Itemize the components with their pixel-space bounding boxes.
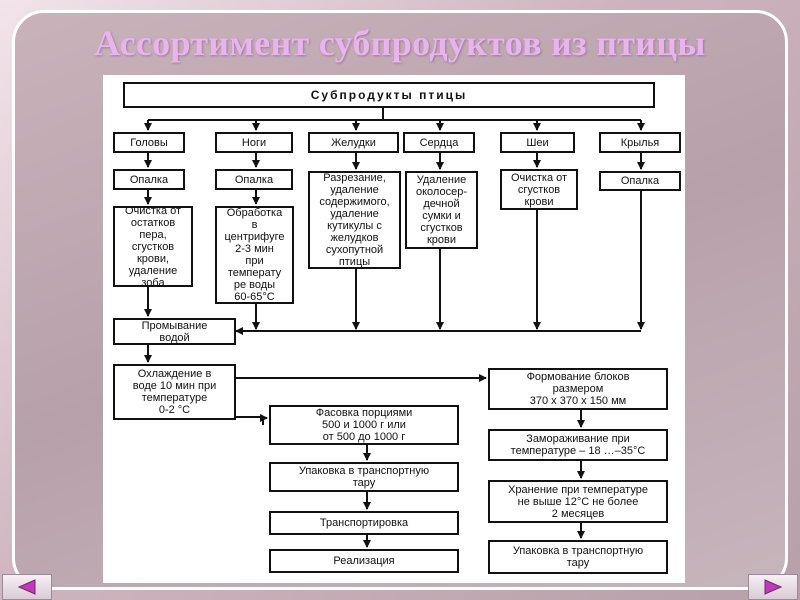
step-portion: Фасовка порциями 500 и 1000 г или от 500… [269,405,459,445]
step-pack-right: Упаковка в транспортную тару [488,540,668,574]
step-block-form: Формование блоков размером 370 х 370 х 1… [488,368,668,410]
previous-slide-button[interactable] [2,574,52,600]
flowchart-header: Субпродукты птицы [123,82,655,108]
category-necks: Шеи [500,132,575,153]
step-hearts-process: Удаление околосер- дечной сумки и сгустк… [405,171,478,249]
step-wings-singe: Опалка [599,171,681,191]
step-cool: Охлаждение в воде 10 мин при температуре… [113,364,236,420]
step-pack-left: Упаковка в транспортную тару [269,462,459,492]
flowchart-panel: Субпродукты птицы Головы Ноги Желудки Се… [103,75,685,583]
right-arrow-icon [764,579,783,595]
next-slide-button[interactable] [748,574,798,600]
connector-lines [144,108,645,548]
slide-title: Ассортимент субпродуктов из птицы [94,23,706,63]
step-necks-process: Очистка от сгустков крови [500,169,578,210]
category-legs: Ноги [215,132,293,153]
step-wash: Промывание водой [113,318,236,345]
step-transport: Транспортировка [269,511,459,535]
step-sale: Реализация [269,549,459,573]
step-storage: Хранение при температуре не выше 12°С не… [488,480,668,523]
step-legs-singe: Опалка [215,169,293,190]
step-legs-process: Обработка в центрифуге 2-3 мин при темпе… [215,206,294,304]
category-heads: Головы [113,132,185,153]
left-arrow-icon [17,579,36,595]
step-freeze: Замораживание при температуре – 18 …–35°… [488,429,668,461]
category-wings: Крылья [599,132,681,153]
category-gizzards: Желудки [308,132,399,153]
step-gizzards-process: Разрезание, удаление содержимого, удален… [308,171,401,269]
step-heads-clean: Очистка от остатков пера, сгустков крови… [113,206,193,287]
category-hearts: Сердца [403,132,475,153]
step-heads-singe: Опалка [113,169,185,190]
